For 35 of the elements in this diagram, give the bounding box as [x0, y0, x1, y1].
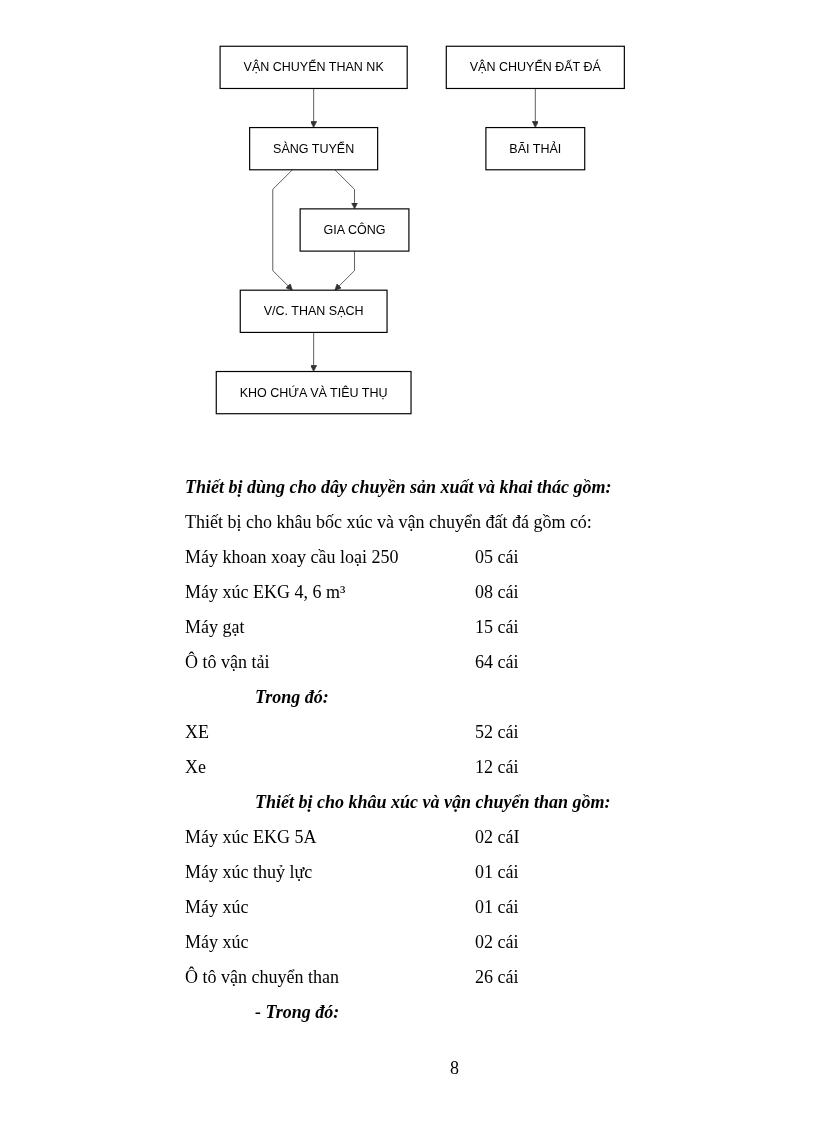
node-box: VẬN CHUYỂN ĐẤT ĐÁ [445, 45, 625, 90]
quantity: 02 cáI [475, 827, 520, 848]
node-box: VẬN CHUYỂN THAN NK [219, 45, 408, 90]
equipment-name: Xe [185, 757, 207, 778]
page-number: 8 [450, 1058, 459, 1079]
equipment-name: Máy xúc EKG 4, 6 m³ [185, 582, 347, 603]
node-box: KHO CHỨA VÀ TIÊU THỤ [215, 370, 412, 415]
equipment-name: Ô tô vận tải [185, 652, 271, 673]
quantity: 12 cái [475, 757, 519, 778]
quantity: 01 cái [475, 862, 519, 883]
bullet-item: Thiết bị cho khâu bốc xúc và vận chuyển đất đá gồm có: [185, 512, 592, 533]
node-box: V/C. THAN SẠCH [239, 289, 388, 333]
subheading: Thiết bị cho khâu xúc và vận chuyển than gồm: [255, 792, 611, 813]
equipment-name: Máy gạt [185, 617, 246, 638]
equipment-name: Máy xúc [185, 897, 250, 918]
node-box: BÃI THẢI [485, 127, 585, 171]
node-box: SÀNG TUYỂN [248, 127, 378, 171]
quantity: 26 cái [475, 967, 519, 988]
equipment-name: Ô tô vận chuyển than [185, 967, 340, 988]
quantity: 02 cái [475, 932, 519, 953]
subheading: - Trong đó: [255, 1002, 340, 1023]
quantity: 15 cái [475, 617, 519, 638]
subheading: Trong đó: [255, 687, 329, 708]
quantity: 05 cái [475, 547, 519, 568]
quantity: 08 cái [475, 582, 519, 603]
quantity: 01 cái [475, 897, 519, 918]
equipment-name: Máy xúc [185, 932, 250, 953]
equipment-name: Máy khoan xoay cầu loại 250 [185, 547, 400, 568]
quantity: 52 cái [475, 722, 519, 743]
node-box: GIA CÔNG [299, 208, 410, 252]
equipment-name: XE [185, 722, 210, 743]
equipment-name: Máy xúc thuỷ lực [185, 862, 314, 883]
section-heading: Thiết bị dùng cho dây chuyền sản xuất và khai thác gồm: [185, 477, 612, 498]
quantity: 64 cái [475, 652, 519, 673]
equipment-name: Máy xúc EKG 5A [185, 827, 318, 848]
